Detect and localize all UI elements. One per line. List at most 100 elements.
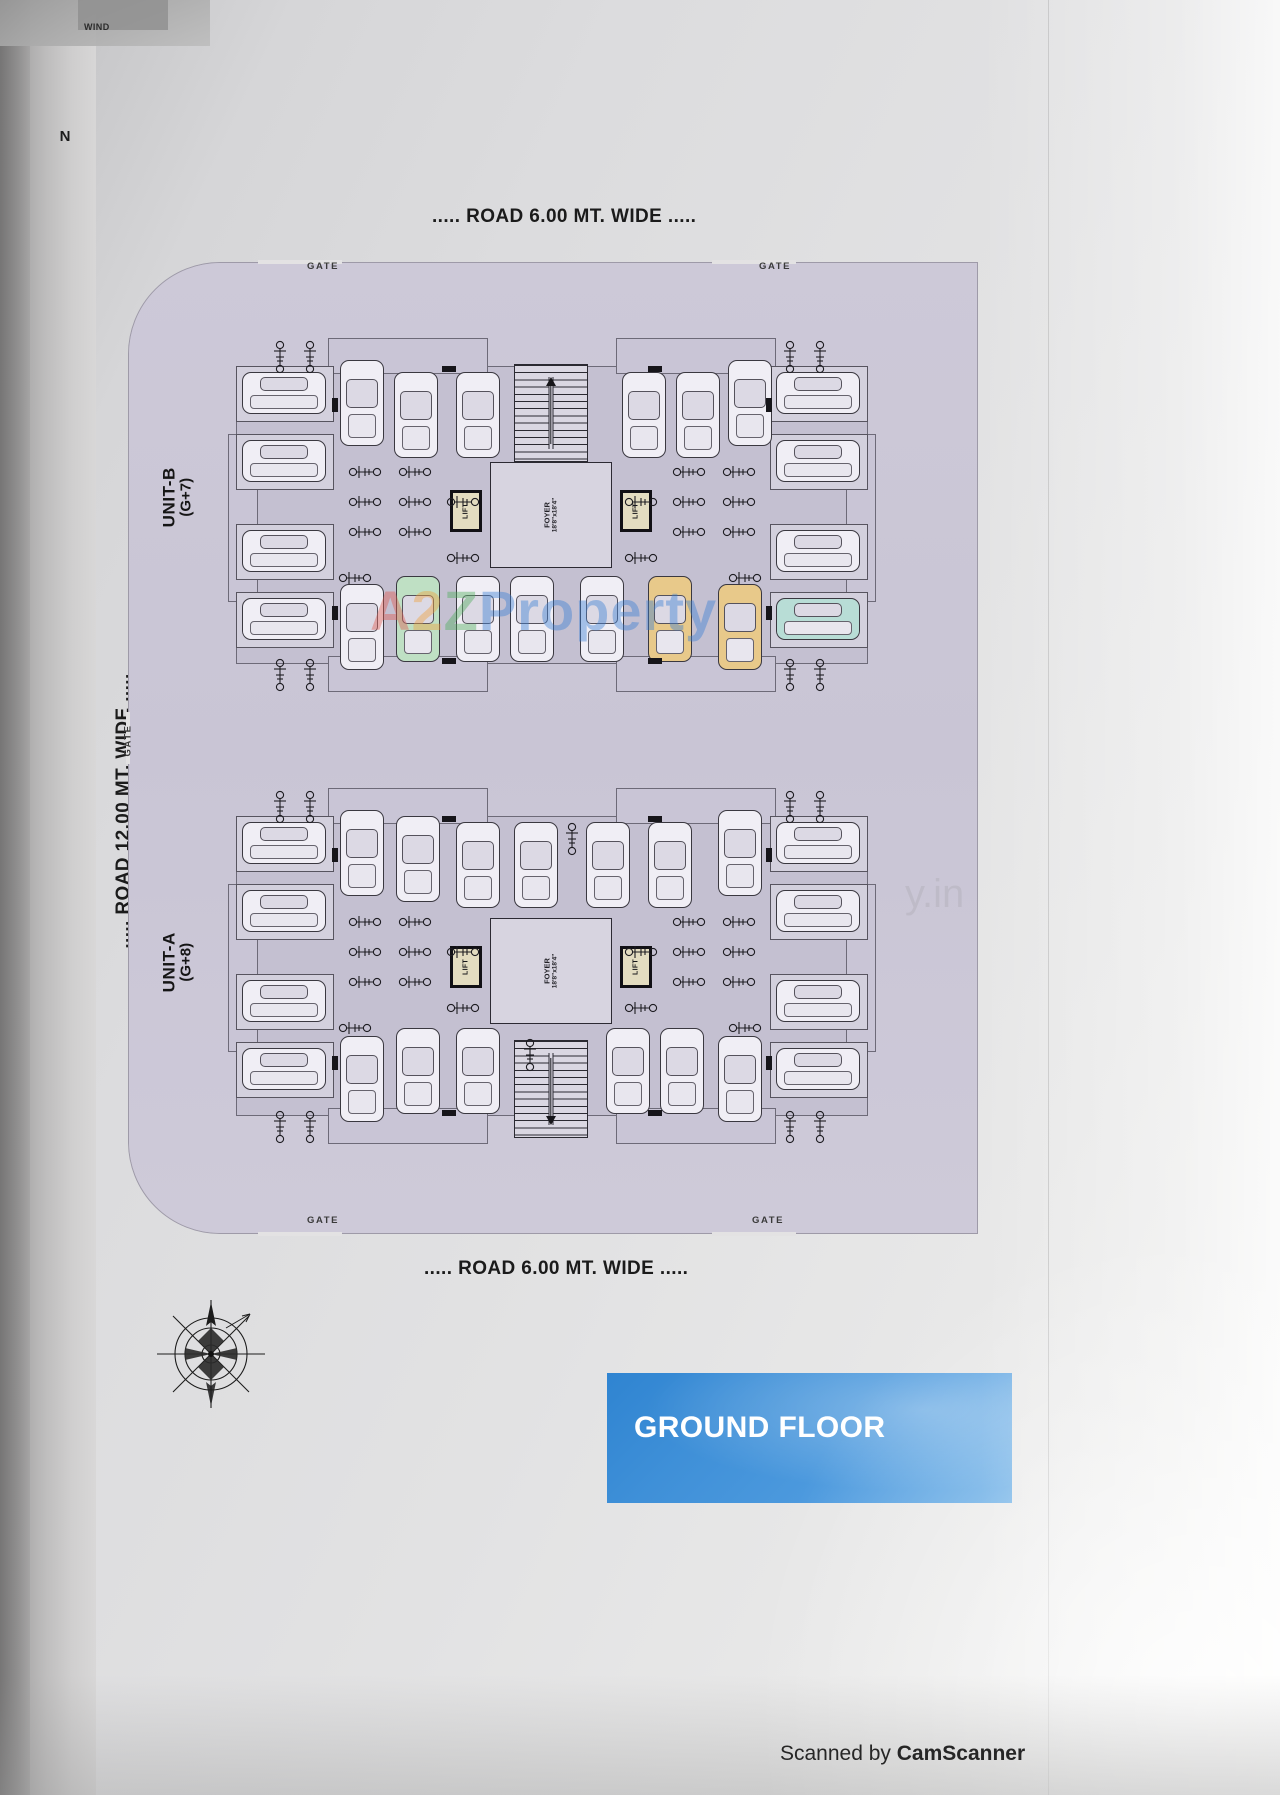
parked-motorcycle: [348, 492, 382, 512]
parked-motorcycle: [398, 462, 432, 482]
gate-opening-left: [126, 712, 130, 764]
parked-car: [776, 1048, 860, 1090]
unit-label-a: UNIT-A (G+8): [160, 882, 196, 1042]
unit-a-foyer-label: FOYER: [542, 958, 552, 984]
parked-car: [242, 530, 326, 572]
gate-opening-bottom-left: [258, 1232, 342, 1236]
stair-up-arrow-icon: [546, 376, 556, 386]
parked-motorcycle: [722, 522, 756, 542]
gate-opening-top-right: [712, 260, 796, 264]
camscanner-brand: CamScanner: [896, 1742, 1026, 1765]
stair-direction-line: [550, 382, 552, 444]
unit-b-foyer-dimension: 18'8"x18'4": [551, 497, 559, 533]
parked-car: [586, 822, 630, 908]
parked-motorcycle: [722, 942, 756, 962]
parked-motorcycle: [270, 658, 290, 692]
parked-car: [456, 576, 500, 662]
parked-motorcycle: [338, 1018, 372, 1038]
structural-column: [332, 398, 338, 412]
parked-motorcycle: [672, 492, 706, 512]
unit-b-lift-right[interactable]: LIFT: [620, 490, 652, 532]
parked-motorcycle: [446, 998, 480, 1018]
desk-surface-smudge-dark: [78, 0, 168, 30]
structural-column: [442, 366, 456, 372]
parked-car: [728, 360, 772, 446]
structural-column: [766, 1056, 772, 1070]
parked-motorcycle: [398, 912, 432, 932]
parked-motorcycle: [722, 492, 756, 512]
unit-a-floors: (G+8): [178, 942, 196, 982]
compass-rose-icon: [146, 1292, 276, 1442]
parked-car: [718, 584, 762, 670]
parked-motorcycle: [810, 658, 830, 692]
structural-column: [442, 1110, 456, 1116]
parked-motorcycle: [338, 568, 372, 588]
structural-column: [332, 606, 338, 620]
unit-b-staircase[interactable]: [514, 364, 588, 462]
parked-motorcycle: [672, 912, 706, 932]
unit-a-foyer-text: FOYER 18'8"x18'4": [542, 954, 560, 989]
parked-motorcycle: [728, 1018, 762, 1038]
gate-label-top-left: GATE: [307, 261, 340, 272]
parked-car: [718, 810, 762, 896]
parked-motorcycle: [624, 998, 658, 1018]
structural-column: [442, 816, 456, 822]
gate-opening-top-left: [258, 260, 342, 264]
structural-column: [648, 1110, 662, 1116]
page-binding-shadow-inner: [0, 0, 30, 1795]
parked-car: [606, 1028, 650, 1114]
parked-car: [648, 576, 692, 662]
unit-b-foyer-label: FOYER: [542, 502, 552, 528]
parked-motorcycle: [348, 462, 382, 482]
structural-column: [766, 606, 772, 620]
parked-car: [340, 584, 384, 670]
compass-north-label: N: [59, 128, 71, 145]
parked-motorcycle: [728, 568, 762, 588]
stair-direction-line: [550, 1058, 552, 1120]
parked-car: [242, 372, 326, 414]
parked-motorcycle: [348, 972, 382, 992]
parked-car: [776, 980, 860, 1022]
parked-motorcycle: [520, 1038, 540, 1072]
parked-motorcycle: [624, 942, 658, 962]
parked-car: [242, 822, 326, 864]
unit-b-foyer-text: FOYER 18'8"x18'4": [542, 498, 560, 533]
unit-b-foyer: FOYER 18'8"x18'4": [490, 462, 612, 568]
structural-column: [648, 816, 662, 822]
unit-b-floors: (G+7): [178, 477, 196, 517]
parked-motorcycle: [300, 340, 320, 374]
parked-motorcycle: [810, 340, 830, 374]
parked-car: [396, 576, 440, 662]
compass-wind-label: WIND: [84, 22, 110, 32]
structural-column: [332, 848, 338, 862]
page-bottom-glare: [760, 1235, 1280, 1795]
parked-car: [776, 598, 860, 640]
parked-car: [394, 372, 438, 458]
parked-motorcycle: [672, 972, 706, 992]
parked-car: [456, 822, 500, 908]
parked-car: [396, 1028, 440, 1114]
parked-motorcycle: [672, 462, 706, 482]
parked-car: [660, 1028, 704, 1114]
parked-motorcycle: [624, 548, 658, 568]
parked-motorcycle: [398, 972, 432, 992]
parked-car: [340, 360, 384, 446]
parked-car: [676, 372, 720, 458]
structural-column: [442, 658, 456, 664]
unit-b-lift-left[interactable]: LIFT: [450, 490, 482, 532]
road-label-top: ..... ROAD 6.00 MT. WIDE .....: [432, 206, 697, 227]
unit-a-lift-left[interactable]: LIFT: [450, 946, 482, 988]
parked-car: [776, 530, 860, 572]
parked-car: [580, 576, 624, 662]
parked-motorcycle: [780, 790, 800, 824]
parked-car: [242, 440, 326, 482]
parked-car: [776, 440, 860, 482]
parked-motorcycle: [446, 548, 480, 568]
unit-a-staircase[interactable]: [514, 1040, 588, 1138]
parked-motorcycle: [810, 790, 830, 824]
parked-motorcycle: [270, 1110, 290, 1144]
parked-car: [456, 372, 500, 458]
gate-label-bottom-left: GATE: [307, 1215, 340, 1226]
parked-motorcycle: [348, 912, 382, 932]
parked-car: [776, 890, 860, 932]
